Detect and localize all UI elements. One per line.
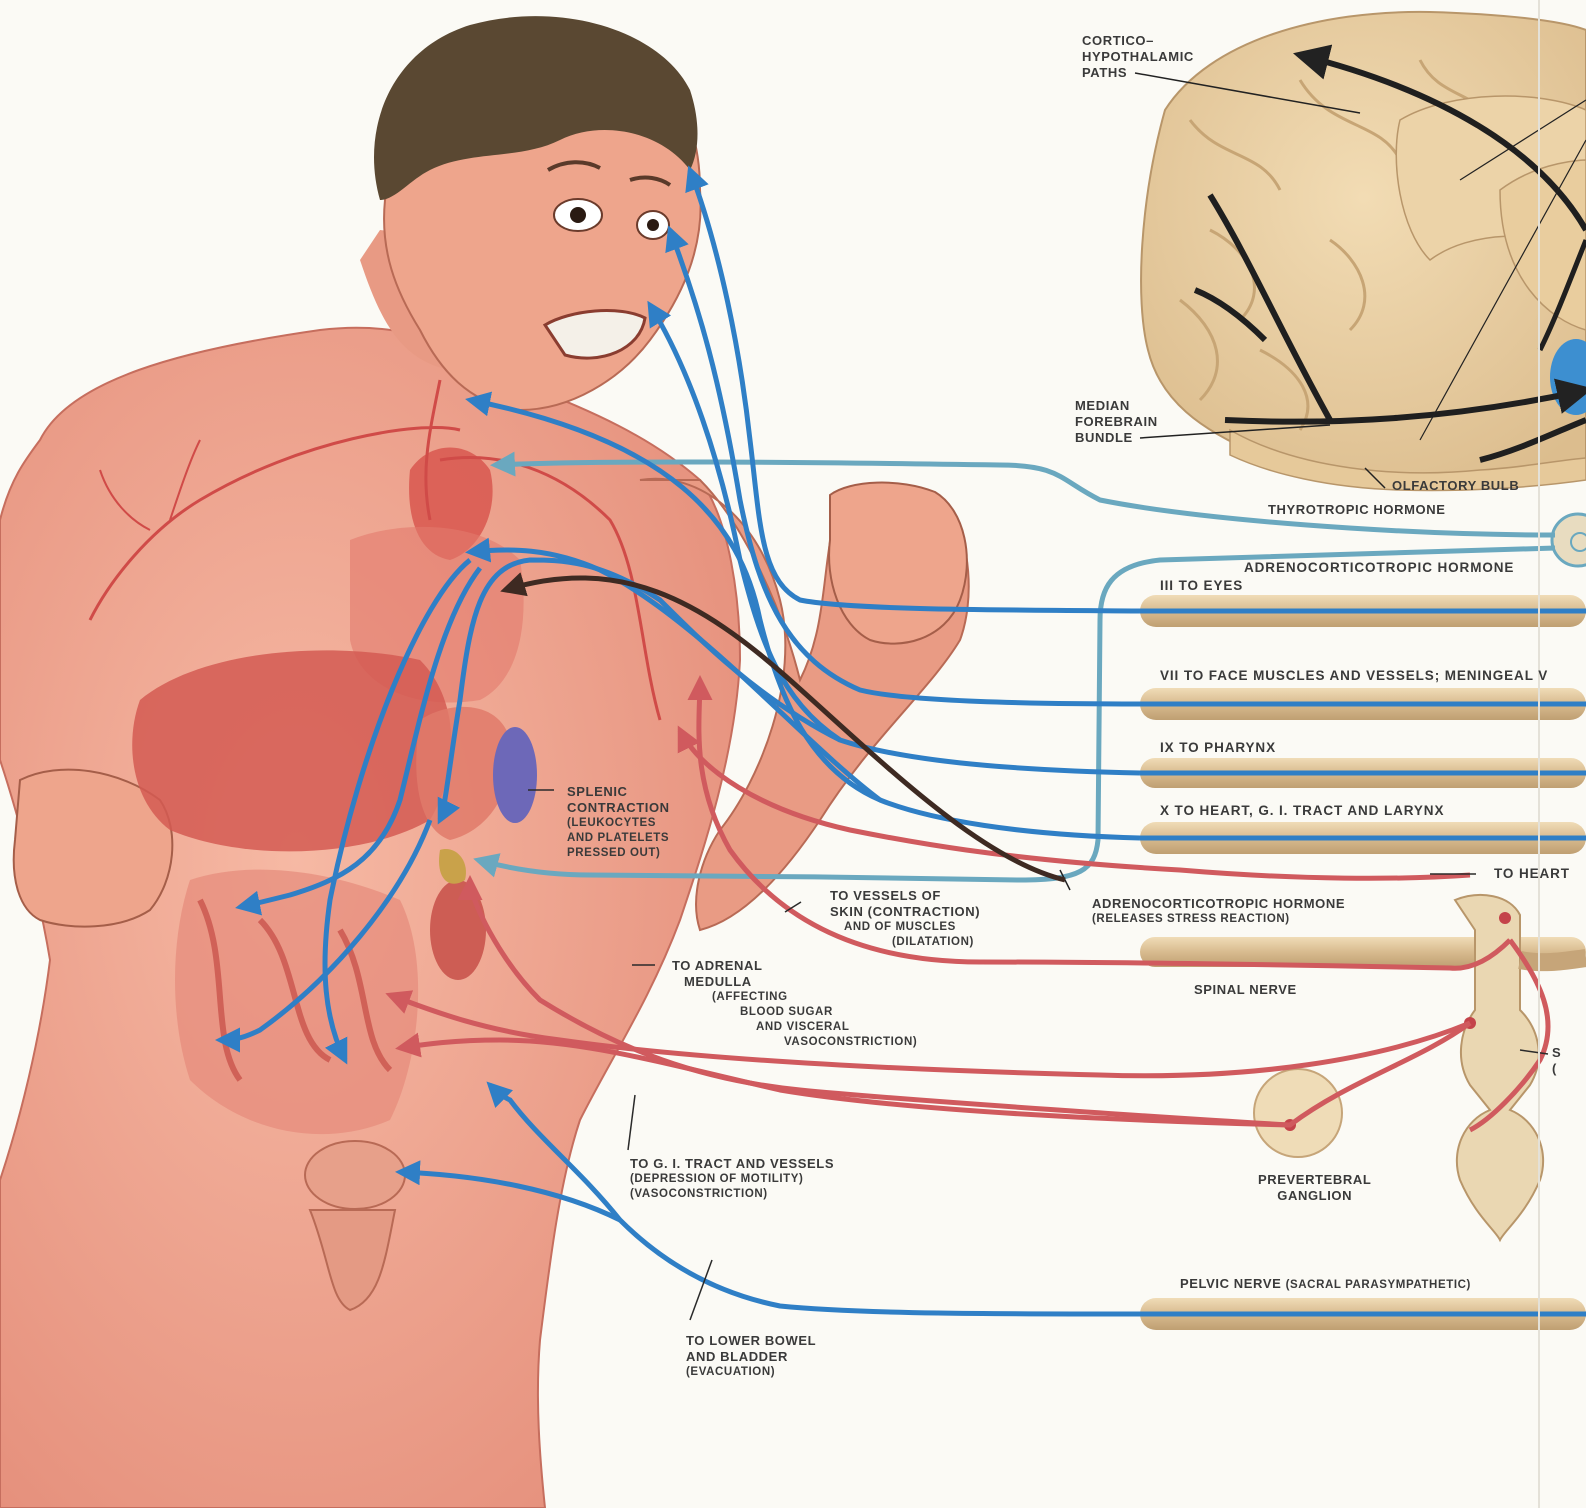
bladder-organ — [305, 1141, 405, 1209]
adrenocorticotropic-bottom-label: ADRENOCORTICOTROPIC HORMONE (RELEASES ST… — [1092, 896, 1345, 927]
splenic-contraction-label: SPLENIC CONTRACTION (LEUKOCYTES AND PLAT… — [567, 784, 670, 861]
pelvic-nerve-label: PELVIC NERVE (SACRAL PARASYMPATHETIC) — [1180, 1276, 1471, 1293]
nerve-vii-label: VII TO FACE MUSCLES AND VESSELS; MENINGE… — [1160, 668, 1548, 684]
liver-organ — [132, 650, 451, 851]
kidney-organ — [430, 880, 486, 980]
brain-illustration — [1135, 12, 1586, 491]
nerve-ix-label: IX TO PHARYNX — [1160, 740, 1276, 756]
vessels-skin-label: TO VESSELS OF SKIN (CONTRACTION) AND OF … — [830, 888, 980, 950]
nerve-bundle-vii — [1140, 688, 1586, 720]
nerve-bundle-ix — [1140, 758, 1586, 788]
adrenocorticotropic-top-label: ADRENOCORTICOTROPIC HORMONE — [1244, 560, 1514, 576]
spinal-cut-label: S ( — [1552, 1045, 1561, 1077]
lower-bowel-label: TO LOWER BOWEL AND BLADDER (EVACUATION) — [686, 1333, 816, 1380]
prevertebral-ganglion-label: PREVERTEBRAL GANGLION — [1258, 1172, 1371, 1204]
to-heart-label: TO HEART — [1494, 866, 1570, 882]
spleen-organ — [493, 727, 537, 823]
olfactory-bulb-label: OLFACTORY BULB — [1392, 478, 1519, 494]
median-forebrain-label: MEDIAN FOREBRAIN BUNDLE — [1075, 398, 1158, 446]
nerve-bundle-iii — [1140, 595, 1586, 627]
pituitary-illustration — [1552, 514, 1586, 566]
nerve-bundle-x — [1140, 822, 1586, 854]
cortico-hypothalamic-label: CORTICO– HYPOTHALAMIC PATHS — [1082, 33, 1194, 81]
pelvic-nerve-bundle — [1140, 1298, 1586, 1330]
spinal-nerve-label: SPINAL NERVE — [1194, 982, 1297, 998]
gi-tract-label: TO G. I. TRACT AND VESSELS (DEPRESSION O… — [630, 1156, 834, 1202]
thyrotropic-label: THYROTROPIC HORMONE — [1268, 502, 1446, 518]
nerve-x-label: X TO HEART, G. I. TRACT AND LARYNX — [1160, 803, 1444, 819]
adrenal-medulla-label: TO ADRENAL MEDULLA (AFFECTING BLOOD SUGA… — [672, 958, 917, 1050]
nerve-iii-label: III TO EYES — [1160, 578, 1243, 594]
page-edge — [1538, 0, 1540, 1508]
